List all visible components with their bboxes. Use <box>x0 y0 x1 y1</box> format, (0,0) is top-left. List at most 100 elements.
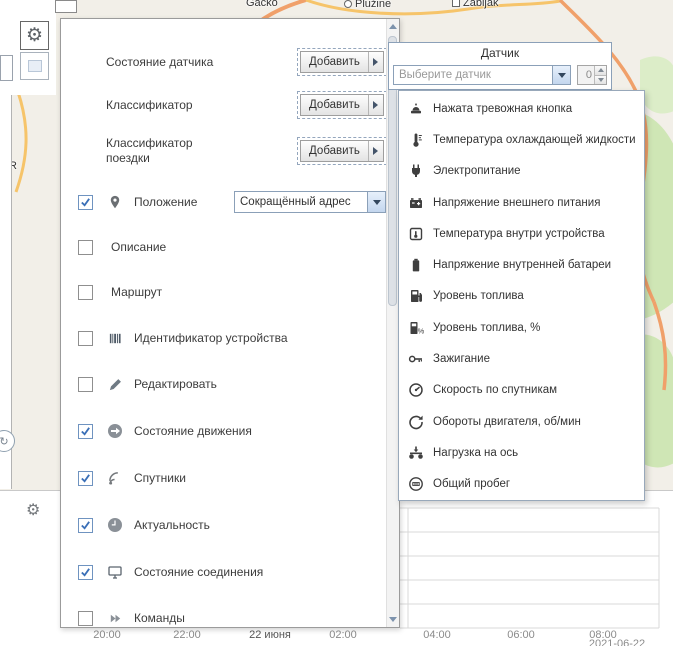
time-tick: 04:00 <box>423 629 451 641</box>
barcode-icon <box>106 330 124 347</box>
check-icon <box>81 197 90 207</box>
settings-row-route: Маршрут <box>61 277 387 307</box>
scroll-down-button[interactable] <box>387 613 399 626</box>
sensor-option-power-supply[interactable]: Электропитание <box>399 156 644 187</box>
sensor-option-external-voltage[interactable]: Напряжение внешнего питания <box>399 187 644 218</box>
settings-row-label: Идентификатор устройства <box>134 331 288 345</box>
sensor-option-engine-rpm[interactable]: Обороты двигателя, об/мин <box>399 406 644 437</box>
map-zoom-handle[interactable] <box>55 0 77 13</box>
sensor-select-placeholder: Выберите датчик <box>399 69 491 81</box>
settings-row-label: Спутники <box>134 471 186 485</box>
time-tick: 08:00 <box>589 629 617 641</box>
sensor-option-axle-load[interactable]: Нагрузка на ось <box>399 437 644 468</box>
check-icon <box>81 567 90 577</box>
add-trip-classifier-button[interactable]: Добавить <box>297 137 387 165</box>
settings-row-label: Актуальность <box>134 518 210 532</box>
settings-row-label: Классификатор поездки <box>106 136 193 165</box>
battery-icon <box>407 257 424 274</box>
add-sensor-state-button[interactable]: Добавить <box>297 48 387 76</box>
settings-row-label: Маршрут <box>111 285 163 299</box>
sensor-option-satellite-speed[interactable]: Скорость по спутникам <box>399 375 644 406</box>
sensor-count-spinner[interactable]: 0 <box>577 65 607 85</box>
spinner-up-button[interactable] <box>595 66 606 76</box>
map-layers-button[interactable] <box>20 52 49 80</box>
settings-row-actuality: Актуальность <box>61 510 387 540</box>
play-icon <box>367 52 383 72</box>
settings-row-device-id: Идентификатор устройства <box>61 323 387 353</box>
panel-scrollbar <box>386 19 399 627</box>
spinner-down-button[interactable] <box>595 75 606 84</box>
add-classifier-button[interactable]: Добавить <box>297 91 387 119</box>
layers-icon <box>27 60 42 72</box>
time-tick: 02:00 <box>329 629 357 641</box>
position-checkbox[interactable] <box>78 194 93 210</box>
check-icon <box>81 473 90 483</box>
satellites-checkbox[interactable] <box>78 470 93 486</box>
settings-row-satellites: Спутники <box>61 463 387 493</box>
play-icon <box>367 95 383 115</box>
settings-row-label: Состояние датчика <box>106 54 214 69</box>
settings-row-label: Описание <box>111 240 167 254</box>
check-icon <box>81 426 90 436</box>
settings-row-edit: Редактировать <box>61 369 387 399</box>
sensor-option-internal-battery[interactable]: Напряжение внутренней батареи <box>399 249 644 280</box>
commands-icon <box>106 610 124 627</box>
scrollbar-thumb[interactable] <box>388 36 397 306</box>
odometer-icon <box>407 476 424 493</box>
settings-row-description: Описание <box>61 232 387 262</box>
power-plug-icon <box>407 163 424 180</box>
car-battery-icon <box>407 194 424 211</box>
description-checkbox[interactable] <box>78 239 93 255</box>
sensor-option-panic-button[interactable]: Нажата тревожная кнопка <box>399 93 644 124</box>
sensor-option-coolant-temperature[interactable]: Температура охлаждающей жидкости <box>399 124 644 155</box>
left-edge-control[interactable] <box>0 55 13 81</box>
sensor-option-fuel-level[interactable]: Уровень топлива <box>399 281 644 312</box>
motion-state-checkbox[interactable] <box>78 423 93 439</box>
play-icon <box>367 141 383 161</box>
fuel-level-icon <box>407 288 424 305</box>
sensor-option-total-mileage[interactable]: Общий пробег <box>399 469 644 500</box>
commands-checkbox[interactable] <box>78 610 93 626</box>
settings-row-commands: Команды <box>61 603 387 633</box>
settings-row-trip-classifier: Классификатор поездки Добавить <box>61 129 387 173</box>
settings-row-label: Команды <box>134 611 185 625</box>
device-temperature-icon <box>407 225 424 242</box>
display-settings-panel: Состояние датчика Добавить Классификатор… <box>60 18 400 628</box>
sensor-option-device-temperature[interactable]: Температура внутри устройства <box>399 218 644 249</box>
address-format-select[interactable]: Сокращённый адрес <box>234 191 386 213</box>
chart-settings-button[interactable]: ⚙ <box>26 502 41 519</box>
axle-load-icon <box>407 444 424 461</box>
chevron-down-icon <box>552 66 570 84</box>
rpm-gauge-icon <box>407 413 424 430</box>
edit-checkbox[interactable] <box>78 376 93 392</box>
scroll-up-button[interactable] <box>387 20 399 33</box>
actuality-checkbox[interactable] <box>78 517 93 533</box>
map-place-label: Gacko <box>246 0 278 9</box>
clock-icon <box>106 517 124 534</box>
place-marker-icon <box>344 0 352 8</box>
satellites-icon <box>106 470 124 487</box>
sensor-option-fuel-level-percent[interactable]: % Уровень топлива, % <box>399 312 644 343</box>
connection-state-checkbox[interactable] <box>78 564 93 580</box>
sensor-popup-title: Датчик <box>480 46 520 60</box>
sensor-option-ignition[interactable]: Зажигание <box>399 343 644 374</box>
sensor-select[interactable]: Выберите датчик <box>393 65 571 85</box>
settings-row-label: Состояние движения <box>134 424 252 438</box>
svg-text:%: % <box>417 326 423 335</box>
ignition-key-icon <box>407 351 424 368</box>
sensor-popup: Датчик Выберите датчик 0 <box>388 42 612 90</box>
map-place-label: Žabljak <box>452 0 498 9</box>
settings-row-classifier: Классификатор Добавить <box>61 90 387 120</box>
settings-row-sensor-state: Состояние датчика Добавить <box>61 47 387 77</box>
device-id-checkbox[interactable] <box>78 330 93 346</box>
settings-row-label: Редактировать <box>134 377 217 391</box>
map-settings-button[interactable]: ⚙ <box>20 21 49 50</box>
route-checkbox[interactable] <box>78 284 93 300</box>
time-tick: 06:00 <box>507 629 535 641</box>
gear-icon: ⚙ <box>25 25 44 46</box>
date-label: 2021-06-22 <box>588 638 646 646</box>
check-icon <box>81 520 90 530</box>
settings-row-motion-state: Состояние движения <box>61 416 387 446</box>
panic-button-icon <box>407 100 424 117</box>
chevron-down-icon <box>367 192 385 212</box>
